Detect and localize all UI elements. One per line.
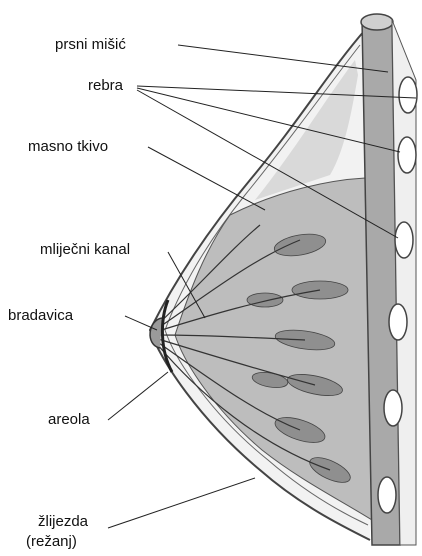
label-milk-duct: mliječni kanal [40, 240, 130, 259]
label-gland-line2: (režanj) [26, 532, 77, 551]
label-nipple: bradavica [8, 306, 73, 325]
leader-fat [148, 147, 265, 210]
label-areola: areola [48, 410, 90, 429]
label-pectoral-muscle: prsni mišić [55, 35, 126, 54]
label-gland-line1: žlijezda [38, 512, 88, 531]
leader-gland [108, 478, 255, 528]
pectoral-muscle-top [361, 14, 393, 30]
nipple-shape [150, 318, 162, 348]
label-fat-tissue: masno tkivo [28, 137, 108, 156]
leader-areola [108, 372, 168, 420]
label-ribs: rebra [88, 76, 123, 95]
leader-nipple [125, 316, 157, 330]
